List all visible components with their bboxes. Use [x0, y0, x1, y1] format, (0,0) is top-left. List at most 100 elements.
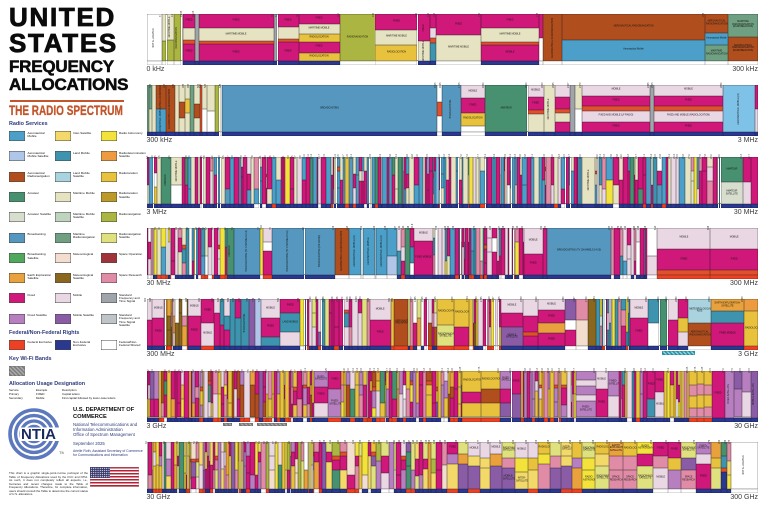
allocation-maritime-mobile [570, 156, 575, 171]
rights-strip-non-federal [653, 203, 657, 208]
allocation-aeronautical-mobile [401, 156, 403, 204]
allocation-segment [325, 156, 331, 204]
allocation-standard-frequency-and-time-signal [273, 14, 278, 61]
rights-strip-non-federal [554, 132, 570, 137]
allocation-segment [469, 156, 474, 204]
frequency-tick: 39 [162, 441, 166, 445]
allocation-label: FIXED [393, 20, 400, 23]
allocation-label: MARITIME RADIONAVIGATION [706, 50, 728, 56]
allocation-label: RADIONAVIGATION-SATELLITE [638, 474, 653, 480]
allocation-label: FIXED [286, 304, 294, 307]
allocation-radiolocation: RADIOLOCATION [461, 112, 485, 126]
rights-strip-non-federal [194, 132, 200, 137]
frequency-tick: 187 [498, 440, 502, 445]
rights-strip-non-federal [542, 203, 545, 208]
allocation-segment [467, 156, 470, 204]
frequency-tick: 193 [511, 440, 515, 445]
allocation-segment: MARITIME MOBILE [543, 85, 555, 133]
allocation-segment [550, 156, 554, 204]
agency-line: Office of Spectrum Management [73, 431, 135, 437]
frequency-tick: 16.4 [447, 154, 451, 160]
frequency-tick: 21.0 [550, 154, 554, 160]
allocation-segment [542, 156, 545, 204]
frequency-tick: 137 [394, 226, 398, 231]
band-end-label: 3 GHz [738, 351, 758, 359]
allocation-segment [754, 85, 758, 133]
allocation-segment [332, 441, 340, 489]
frequency-tick: 19.1 [508, 154, 512, 160]
frequency-tick: 99 [300, 441, 304, 445]
frequency-tick: 5.6 [201, 369, 205, 373]
allocation-segment: BROADCASTING [222, 85, 438, 133]
rights-strip-non-federal [440, 203, 444, 208]
allocation-maritime-radionavigation [146, 85, 150, 133]
allocation-label: AERONAUTICAL MOBILE (R) [354, 235, 357, 268]
rights-strip-shared [653, 488, 669, 493]
allocation-segment [429, 14, 436, 61]
rights-strip-non-federal [332, 488, 340, 493]
frequency-tick: 125 [358, 440, 362, 445]
allocation-land-mobile [260, 336, 281, 347]
frequency-tick: 25.1 [643, 154, 646, 160]
frequency-tick: 109 [322, 440, 326, 445]
allocation-segment [195, 227, 198, 275]
allocation-segment [220, 156, 225, 204]
rights-strip-non-federal [441, 132, 461, 137]
allocation-segment [439, 156, 441, 204]
frequency-tick: 54 [230, 227, 234, 231]
frequency-tick: 415 [171, 83, 175, 88]
allocation-segment: RADIONAVIGATION [339, 14, 376, 61]
allocation-inter-satellite [560, 455, 573, 467]
allocation-aeronautical-mobile [336, 187, 340, 204]
allocation-maritime-mobile [358, 170, 362, 182]
allocation-segment: INTER-SATELLITE [560, 441, 573, 489]
allocation-aeronautical-mobile: AERONAUTICAL MOBILE [156, 108, 166, 133]
allocation-white [647, 227, 658, 257]
allocation-segment [574, 156, 578, 204]
rights-label: Federal/Non-Federal Shared [119, 339, 141, 347]
allocation-white [168, 241, 170, 275]
allocation-fixed [565, 156, 570, 204]
rights-strip-non-federal [527, 132, 544, 137]
allocation-segment: RADIONAVIGATION-SATELLITEMOBILE-SATELLIT… [501, 441, 515, 489]
frequency-tick: 187 [498, 226, 502, 231]
rights-strip-non-federal [742, 203, 751, 208]
allocation-aeronautical-mobile [160, 246, 166, 275]
rights-strip-non-federal [537, 346, 566, 351]
rights-strip-non-federal [429, 61, 436, 65]
frequency-tick: 3.9 [164, 369, 168, 373]
frequency-tick: 420 [520, 226, 524, 231]
allocation-segment [262, 156, 266, 204]
frequency-tick: 180 [484, 226, 487, 231]
band-start-label: 0 kHz [146, 66, 165, 73]
allocation-federal-red [198, 41, 274, 45]
allocation-mobile-satellite [467, 466, 481, 489]
allocation-fixed [503, 156, 505, 171]
allocation-segment [156, 227, 161, 275]
frequency-tick: 1215 [434, 296, 437, 302]
allocation-mobile [677, 332, 689, 347]
allocation-fixed [289, 189, 294, 204]
frequency-tick: 17.7 [477, 154, 481, 160]
frequency-tick: 2850 [720, 82, 723, 88]
rights-strip-non-federal [146, 203, 150, 208]
allocation-fixed-satellite: FIXED-SATELLITE [724, 370, 734, 418]
frequency-tick: 53 [195, 441, 199, 445]
rights-strip-federal [480, 203, 486, 208]
frequency-tick: 7.3 [240, 369, 244, 373]
allocation-aeronautical-mobile [440, 156, 444, 174]
rights-strip-non-federal [462, 203, 468, 208]
allocation-radionavigation [215, 85, 220, 133]
allocation-maritime-mobile [544, 170, 547, 185]
allocation-segment [575, 85, 582, 133]
rights-strip-non-federal [313, 417, 329, 422]
allocation-white [500, 156, 502, 176]
allocation-segment [150, 227, 154, 275]
allocation-segment [344, 156, 349, 204]
rights-strip-non-federal [417, 61, 430, 65]
